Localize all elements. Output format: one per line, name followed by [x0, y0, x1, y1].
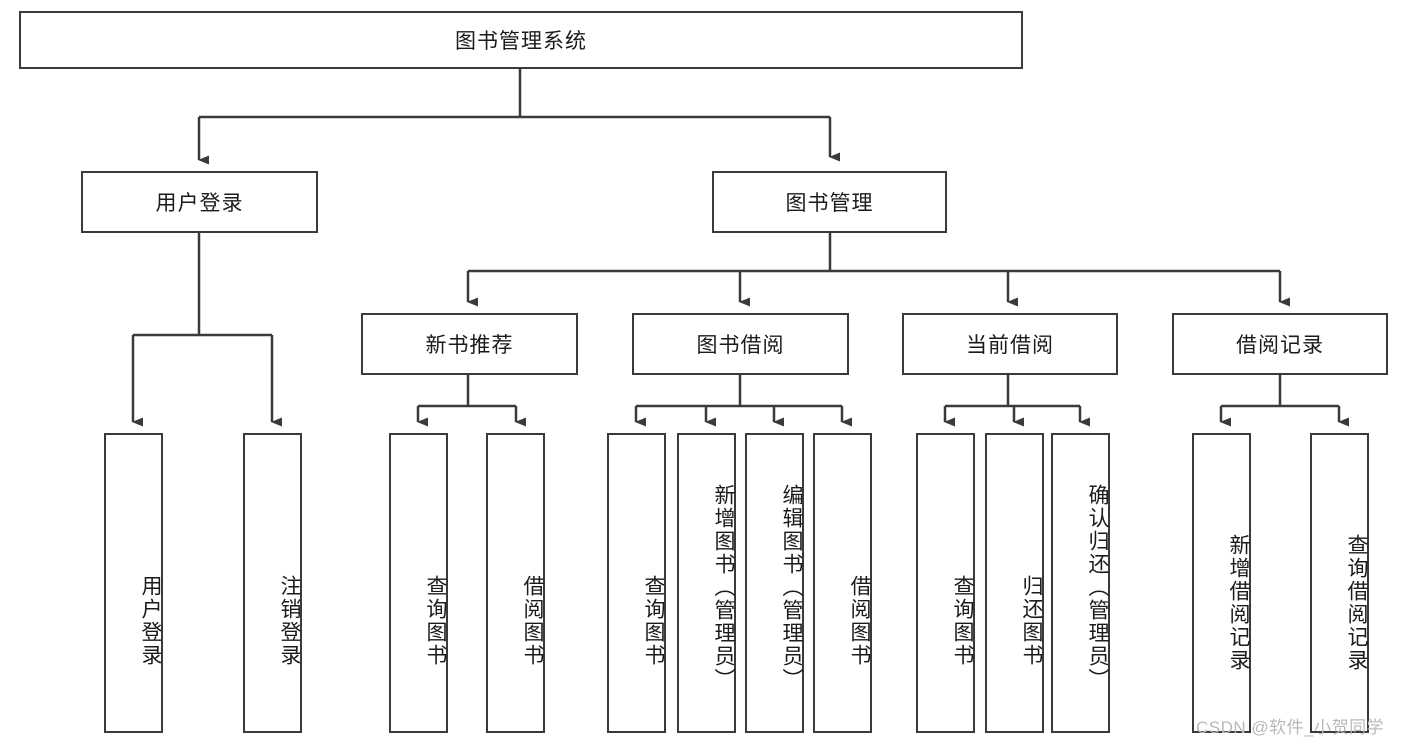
leaf-query-book-1-label: 查询图书 — [424, 575, 447, 667]
leaf-add-book-label: 新增图书（管理员） — [712, 483, 735, 691]
leaf-borrow-book-2[interactable]: 借阅图书 — [813, 433, 872, 733]
leaf-edit-book-label: 编辑图书（管理员） — [780, 483, 803, 691]
leaf-borrow-book-1-label: 借阅图书 — [521, 575, 544, 667]
leaf-query-book-3-label: 查询图书 — [951, 575, 974, 667]
leaf-user-login[interactable]: 用户登录 — [104, 433, 163, 733]
leaf-query-book-2-label: 查询图书 — [642, 575, 665, 667]
node-book-manage-label: 图书管理 — [785, 192, 874, 215]
leaf-query-book-2[interactable]: 查询图书 — [607, 433, 666, 733]
node-new-book-recommend-label: 新书推荐 — [425, 334, 514, 357]
node-user-login-label: 用户登录 — [155, 192, 244, 215]
leaf-return-book[interactable]: 归还图书 — [985, 433, 1044, 733]
node-user-login[interactable]: 用户登录 — [81, 171, 318, 233]
leaf-add-book[interactable]: 新增图书（管理员） — [677, 433, 736, 733]
node-book-manage[interactable]: 图书管理 — [712, 171, 947, 233]
leaf-add-record-label: 新增借阅记录 — [1227, 534, 1250, 672]
leaf-return-book-label: 归还图书 — [1020, 575, 1043, 667]
leaf-query-book-3[interactable]: 查询图书 — [916, 433, 975, 733]
leaf-confirm-return-label: 确认归还（管理员） — [1086, 483, 1109, 691]
leaf-confirm-return[interactable]: 确认归还（管理员） — [1051, 433, 1110, 733]
node-root-label: 图书管理系统 — [455, 30, 587, 53]
node-current-borrow-label: 当前借阅 — [966, 334, 1054, 357]
node-borrow-record[interactable]: 借阅记录 — [1172, 313, 1388, 375]
node-new-book-recommend[interactable]: 新书推荐 — [361, 313, 578, 375]
leaf-query-record-label: 查询借阅记录 — [1345, 534, 1368, 672]
leaf-logout-login-label: 注销登录 — [278, 575, 301, 667]
node-book-borrow[interactable]: 图书借阅 — [632, 313, 849, 375]
leaf-borrow-book-2-label: 借阅图书 — [848, 575, 871, 667]
leaf-query-record[interactable]: 查询借阅记录 — [1310, 433, 1369, 733]
node-book-borrow-label: 图书借阅 — [696, 334, 785, 357]
node-borrow-record-label: 借阅记录 — [1236, 334, 1324, 357]
node-current-borrow[interactable]: 当前借阅 — [902, 313, 1118, 375]
node-root[interactable]: 图书管理系统 — [19, 11, 1023, 69]
watermark-text: CSDN @软件_小贺同学 — [1196, 718, 1385, 737]
leaf-user-login-label: 用户登录 — [139, 575, 162, 667]
leaf-query-book-1[interactable]: 查询图书 — [389, 433, 448, 733]
leaf-edit-book[interactable]: 编辑图书（管理员） — [745, 433, 804, 733]
leaf-borrow-book-1[interactable]: 借阅图书 — [486, 433, 545, 733]
leaf-logout-login[interactable]: 注销登录 — [243, 433, 302, 733]
leaf-add-record[interactable]: 新增借阅记录 — [1192, 433, 1251, 733]
